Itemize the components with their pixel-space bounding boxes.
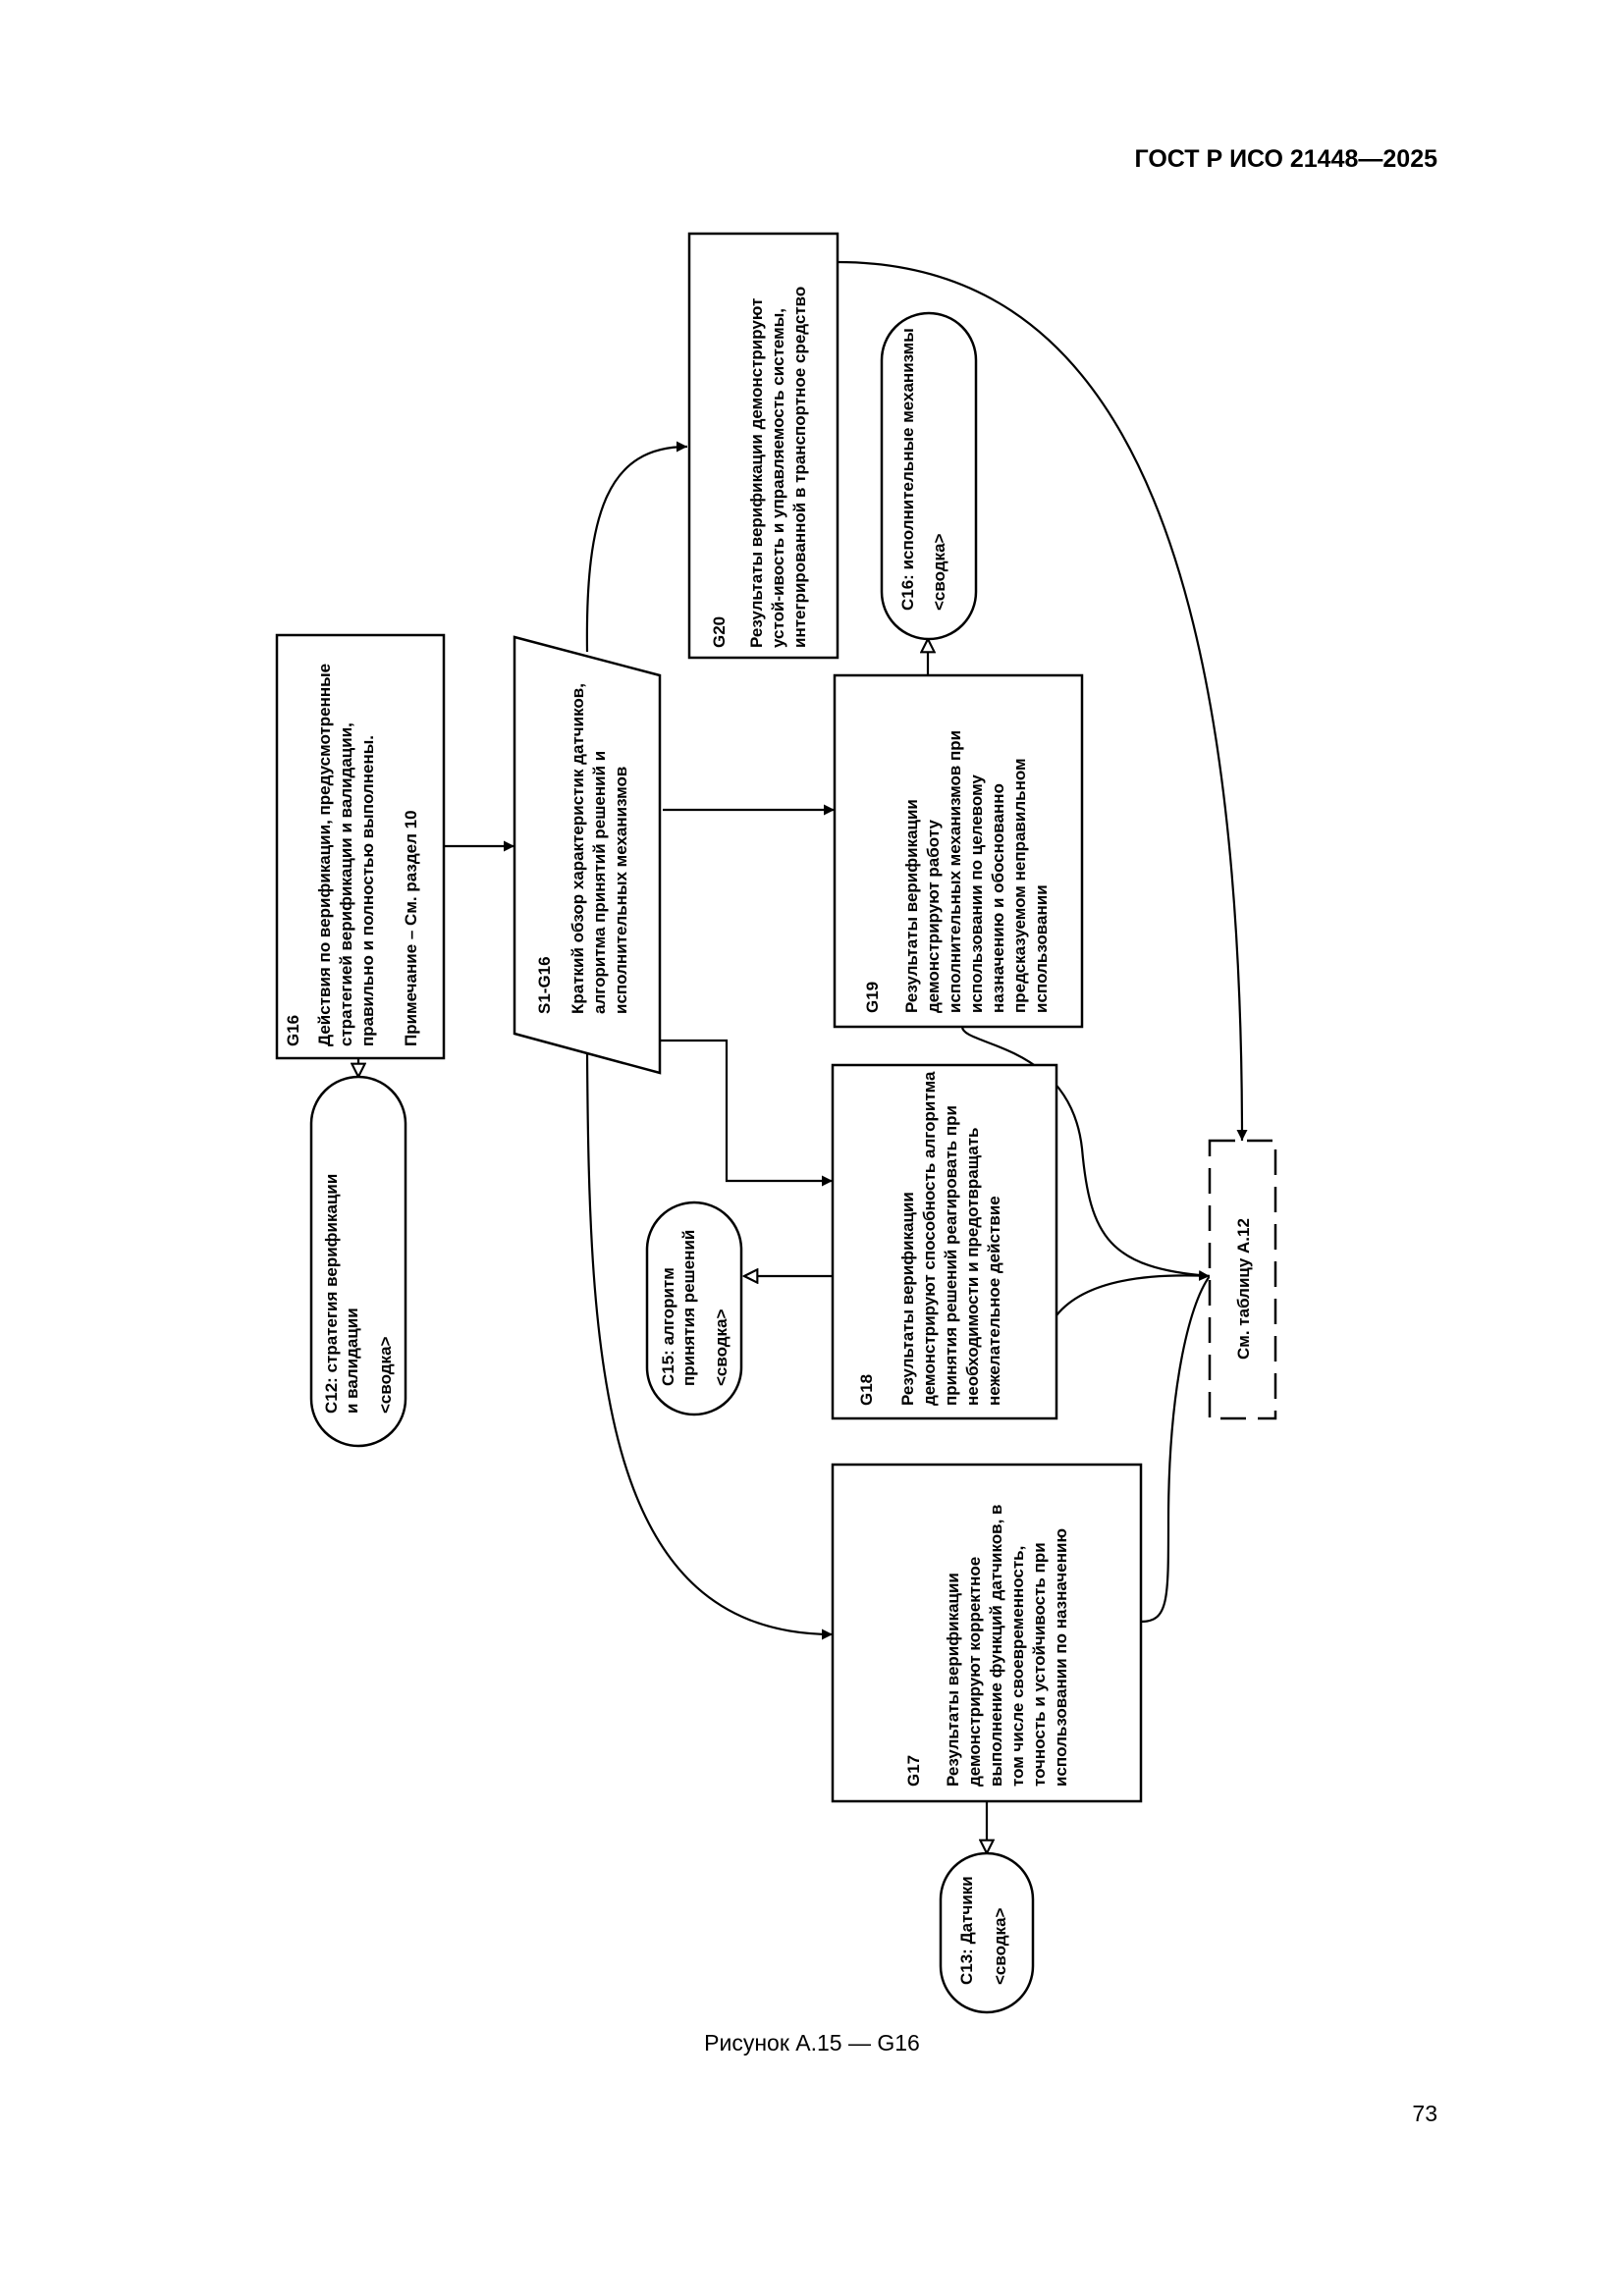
goal-g16-note: Примечание – См. раздел 10 <box>402 810 420 1046</box>
goal-g17-id: G17 <box>904 1755 923 1787</box>
goal-g16-line-2: стратегией верификации и валидации, <box>337 722 355 1046</box>
strategy-s1-g16-line-2: алгоритма принятий решений и <box>590 751 609 1014</box>
goal-g19-line-4: использовании по целевому <box>967 774 986 1013</box>
strategy-s1-g16-line-3: исполнительных механизмов <box>612 767 630 1014</box>
goal-g20: G20 Результаты верификации демонстрируют… <box>687 232 839 660</box>
strategy-s1-g16-shape <box>513 635 662 1075</box>
context-c13: C13: Датчики <сводка> <box>939 1851 1035 2014</box>
context-c12-line-3: <сводка> <box>376 1336 395 1414</box>
context-c12: C12: стратегия верификации и валидации <… <box>309 1075 407 1448</box>
goal-g17-line-2: демонстрируют корректное <box>965 1557 984 1787</box>
goal-g19-line-5: назначению и обоснованно <box>989 783 1007 1013</box>
reference-table-a12-box <box>1208 1139 1277 1420</box>
goal-g18-id: G18 <box>857 1374 876 1406</box>
goal-g17-box <box>831 1463 1143 1803</box>
goal-g16-line-1: Действия по верификации, предусмотренные <box>315 664 334 1046</box>
figure-caption: Рисунок А.15 — G16 <box>704 2030 920 2056</box>
goal-g19-line-2: демонстрируют работу <box>924 820 943 1013</box>
goal-g17-line-6: использовании по назначению <box>1052 1528 1070 1787</box>
goal-g18-line-4: необходимости и предотвращать <box>963 1127 982 1406</box>
context-c15-line-2: принятия решений <box>679 1230 698 1386</box>
context-c12-line-2: и валидации <box>343 1308 361 1414</box>
goal-g19: G19 Результаты верификации демонстрируют… <box>833 673 1084 1029</box>
goal-g19-line-1: Результаты верификации <box>902 799 921 1013</box>
goal-g20-id: G20 <box>710 616 729 648</box>
goal-g20-line-1: Результаты верификации демонстрируют <box>747 298 766 648</box>
goal-g16-id: G16 <box>284 1015 302 1046</box>
goal-g16-line-3: правильно и полностью выполнены. <box>358 735 377 1046</box>
goal-g17-line-3: выполнение функций датчиков, в <box>987 1505 1005 1787</box>
context-c12-shape <box>309 1075 407 1448</box>
goal-g17: G17 Результаты верификации демонстрируют… <box>831 1463 1143 1803</box>
goal-g16: G16 Действия по верификации, предусмотре… <box>275 633 446 1060</box>
goal-g18-box <box>831 1063 1058 1420</box>
document-header: ГОСТ Р ИСО 21448—2025 <box>1134 145 1437 173</box>
goal-g18-line-5: нежелательное действие <box>985 1196 1003 1406</box>
connector-s1-to-g18 <box>660 1039 833 1187</box>
page-number: 73 <box>1412 2101 1437 2126</box>
goal-g18-line-2: демонстрируют способность алгоритма <box>920 1071 939 1406</box>
context-c13-line-2: <сводка> <box>991 1907 1009 1985</box>
strategy-s1-g16-id: S1-G16 <box>535 956 554 1014</box>
goal-g17-line-4: том числе своевременность, <box>1008 1546 1027 1787</box>
connector-s1-to-g17 <box>585 1049 834 1640</box>
connector-s1-to-g20 <box>585 441 688 653</box>
goal-g18: G18 Результаты верификации демонстрируют… <box>831 1063 1058 1420</box>
connector-g18-to-ref <box>1056 1269 1211 1316</box>
connector-g19-to-ref <box>960 1026 1211 1278</box>
context-c16-line-2: <сводка> <box>930 533 948 611</box>
goal-g18-line-3: принятия решений реагировать при <box>942 1105 960 1406</box>
reference-table-a12: См. таблицу А.12 <box>1208 1139 1277 1420</box>
goal-g16-box <box>275 633 446 1060</box>
context-c16-shape <box>880 311 978 641</box>
connectors <box>358 260 1248 1853</box>
connector-g20-to-ref <box>837 260 1248 1142</box>
goal-g17-line-5: точность и устойчивость при <box>1030 1542 1049 1787</box>
goal-g19-box <box>833 673 1084 1029</box>
strategy-s1-g16: S1-G16 Краткий обзор характеристик датчи… <box>513 635 662 1075</box>
goal-g20-line-2: устой-ивость и управляемость системы, <box>769 308 787 648</box>
goal-g17-line-1: Результаты верификации <box>944 1573 962 1787</box>
goal-g19-id: G19 <box>863 982 882 1013</box>
reference-table-a12-label: См. таблицу А.12 <box>1234 1218 1253 1360</box>
context-c12-line-1: C12: стратегия верификации <box>322 1174 341 1414</box>
goal-g20-line-3: интегрированной в транспортное средство <box>790 287 809 648</box>
context-c15-line-1: C15: алгоритм <box>659 1267 677 1386</box>
context-c16-line-1: C16: исполнительные механизмы <box>898 328 917 611</box>
goal-g18-line-1: Результаты верификации <box>898 1192 917 1406</box>
goal-g20-box <box>687 232 839 660</box>
context-c15: C15: алгоритм принятия решений <сводка> <box>645 1201 743 1416</box>
context-c15-line-3: <сводка> <box>712 1308 731 1386</box>
goal-g19-line-7: использовании <box>1032 884 1051 1013</box>
context-c15-shape <box>645 1201 743 1416</box>
context-c16: C16: исполнительные механизмы <сводка> <box>880 311 978 641</box>
strategy-s1-g16-line-1: Краткий обзор характеристик датчиков, <box>568 683 587 1014</box>
goal-g19-line-3: исполнительных механизмов при <box>946 730 964 1013</box>
connector-g17-to-ref <box>1140 1275 1211 1624</box>
context-c13-shape <box>939 1851 1035 2014</box>
goal-g19-line-6: предсказуемом неправильном <box>1010 758 1029 1013</box>
context-c13-line-1: C13: Датчики <box>957 1876 976 1985</box>
